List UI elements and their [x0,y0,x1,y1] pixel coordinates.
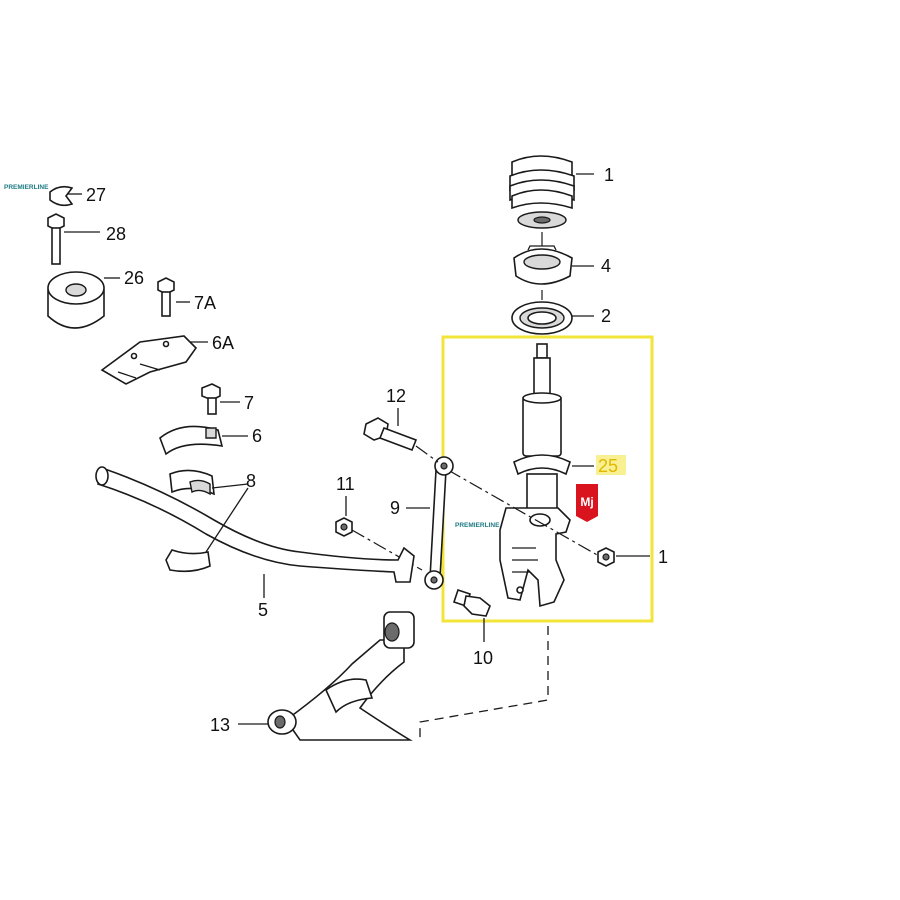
callout-7a: 7A [194,293,216,313]
bolt-10 [452,588,491,617]
callout-1-spring: 1 [604,165,614,185]
callout-27: 27 [86,185,106,205]
bump-stop-ring [511,301,573,335]
watermark-center: PREMIERLINE [455,522,500,529]
callout-4: 4 [601,256,611,276]
callout-9: 9 [390,498,400,518]
washer-27 [49,185,74,207]
brand-badge-text: Mj [580,495,593,509]
watermark-top-left: PREMIERLINE [4,184,49,191]
strut-nut [597,547,615,567]
callout-25: 25 [598,456,618,476]
dashed-connection [419,626,549,742]
bolt-7 [201,383,221,415]
coil-spring [509,155,575,229]
control-arm [267,611,415,741]
bolt-7a [157,277,175,317]
spring-seat [513,245,573,285]
callout-25-highlight [596,455,626,475]
bolt-28 [47,213,65,265]
stabilizer-bar [95,466,415,583]
rubber-mount-26 [47,271,105,329]
leader-lines [64,173,650,725]
callout-13: 13 [210,715,230,735]
callout-7: 7 [244,393,254,413]
callout-6: 6 [252,426,262,446]
brand-badge: Mj [576,484,598,522]
stabilizer-link [424,456,454,590]
nut-11 [335,517,353,537]
callout-8: 8 [246,471,256,491]
callout-12: 12 [386,386,406,406]
bushing-8 [165,469,215,573]
clamp-6 [159,425,224,456]
callout-5: 5 [258,600,268,620]
callout-26: 26 [124,268,144,288]
callout-6a: 6A [212,333,234,353]
callout-2: 2 [601,306,611,326]
bracket-6a [100,335,198,385]
callout-11: 11 [336,474,355,494]
pinch-bolt-axis [447,469,607,561]
callout-28: 28 [106,224,126,244]
bolt-12 [363,417,418,452]
callout-10: 10 [473,648,493,668]
callout-1-nut: 1 [658,547,668,567]
shock-absorber [499,343,571,608]
